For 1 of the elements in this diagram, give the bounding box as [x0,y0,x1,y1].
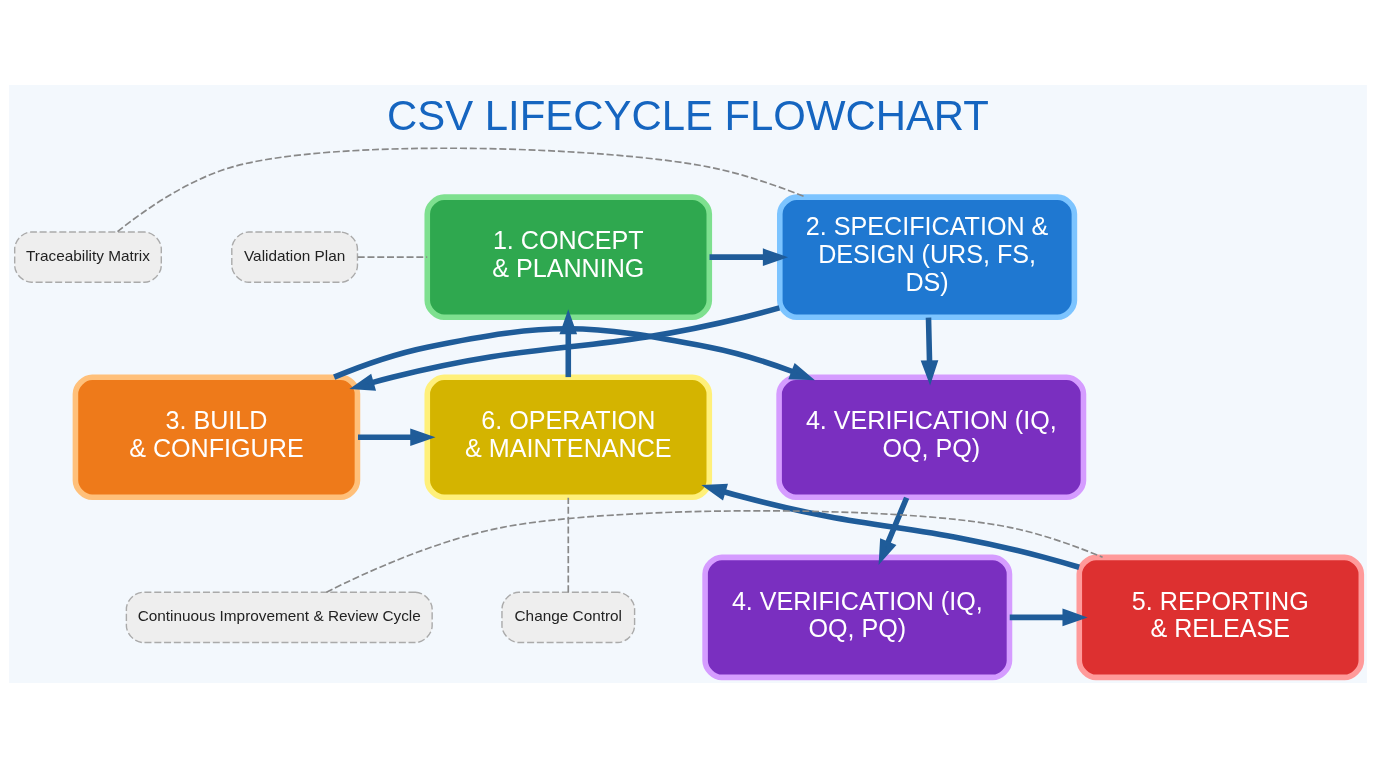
diagram-title: CSV LIFECYCLE FLOWCHART [387,91,989,139]
